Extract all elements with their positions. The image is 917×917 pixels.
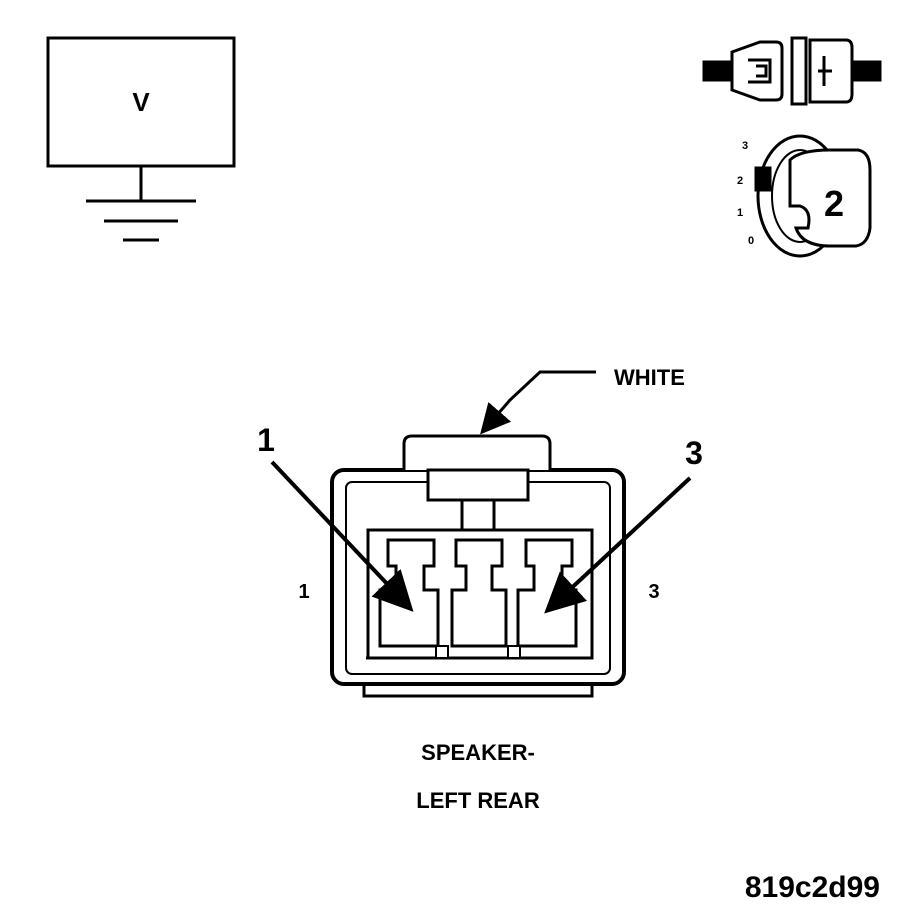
- voltmeter-label: V: [132, 87, 150, 117]
- cavity-3-label: 3: [648, 581, 659, 603]
- ignition-key-icon: [788, 148, 872, 248]
- connector-face: [330, 434, 626, 698]
- ignition-position-3: 3: [742, 140, 748, 152]
- voltmeter-box: [46, 36, 236, 168]
- pin-1-arrow: [270, 460, 414, 612]
- ground-icon: [86, 166, 196, 242]
- connector-color-label: WHITE: [614, 365, 685, 390]
- connector-name-line1: SPEAKER-: [421, 740, 535, 765]
- ignition-switch-icon: 3 2 1 0 2: [737, 134, 872, 258]
- pin-3-callout: 3: [685, 435, 703, 471]
- ignition-position-0: 0: [748, 235, 754, 247]
- voltmeter-symbol: V: [46, 36, 236, 242]
- pin-3-arrow: [544, 476, 692, 614]
- ignition-pointer: [754, 166, 772, 192]
- connector-lock-tab: [402, 434, 552, 470]
- connector-cavity: [378, 538, 440, 648]
- ignition-selected-position: 2: [824, 183, 844, 224]
- cavity-1-label: 1: [298, 581, 309, 603]
- ignition-position-2: 2: [737, 175, 743, 187]
- pin-1-callout: 1: [257, 422, 275, 458]
- connector-disconnect-icon: [702, 36, 882, 106]
- ignition-position-1: 1: [737, 207, 743, 219]
- connector-name-line2: LEFT REAR: [416, 788, 540, 813]
- figure-id: 819c2d99: [745, 871, 880, 904]
- connector-cavity: [450, 538, 508, 648]
- white-leader-arrow: [480, 370, 596, 435]
